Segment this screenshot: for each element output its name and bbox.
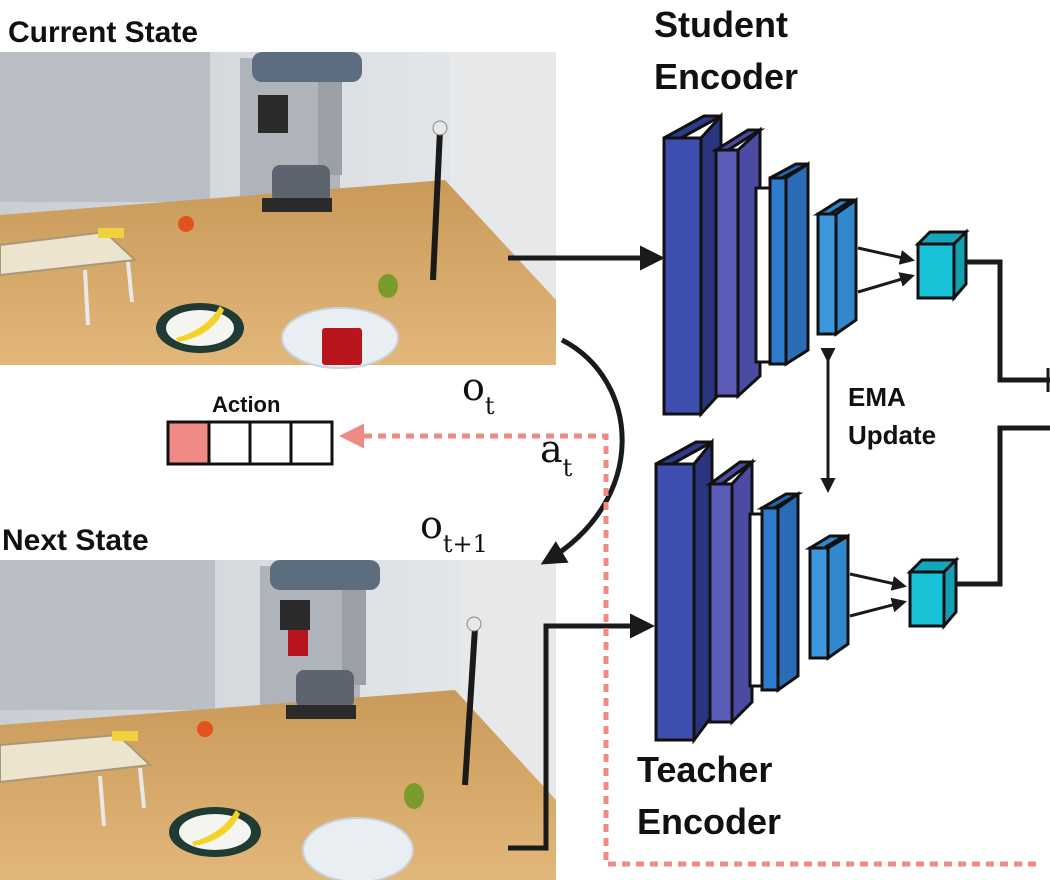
action-vector [166,420,334,466]
action-cell [207,420,252,466]
a-t-subscript: t [563,454,573,482]
o-t1-label: ot+1 [420,503,488,558]
a-symbol: a [540,427,563,471]
next-state-photo [0,560,556,880]
student-encoder [662,112,970,418]
action-cell [289,420,334,466]
action-cell [248,420,293,466]
teacher-output-line [956,425,1050,587]
next-to-teacher-arrow [508,613,655,851]
o-next-symbol: o [420,503,443,547]
o-symbol: o [462,365,485,409]
action-cell [166,420,211,466]
next-state-label: Next State [2,524,149,557]
o-t1-subscript: t+1 [443,530,488,558]
current-state-label: Current State [8,16,198,49]
o-t-label: ot [462,365,495,420]
action-dashed-arrow [339,423,1036,867]
o-t-subscript: t [485,392,495,420]
transition-arrow [540,337,625,565]
student-encoder-label-line1: Student [654,4,788,45]
teacher-encoder [654,437,960,745]
teacher-encoder-label-line1: Teacher [637,749,772,790]
student-output-line [966,259,1050,383]
ema-label: EMA [848,382,906,412]
ema-update-label: Update [848,420,936,450]
action-label: Action [212,392,280,417]
student-encoder-label-line2: Encoder [654,56,798,97]
teacher-encoder-label-line2: Encoder [637,801,781,842]
a-t-label: at [540,427,573,482]
current-state-photo [0,52,556,369]
